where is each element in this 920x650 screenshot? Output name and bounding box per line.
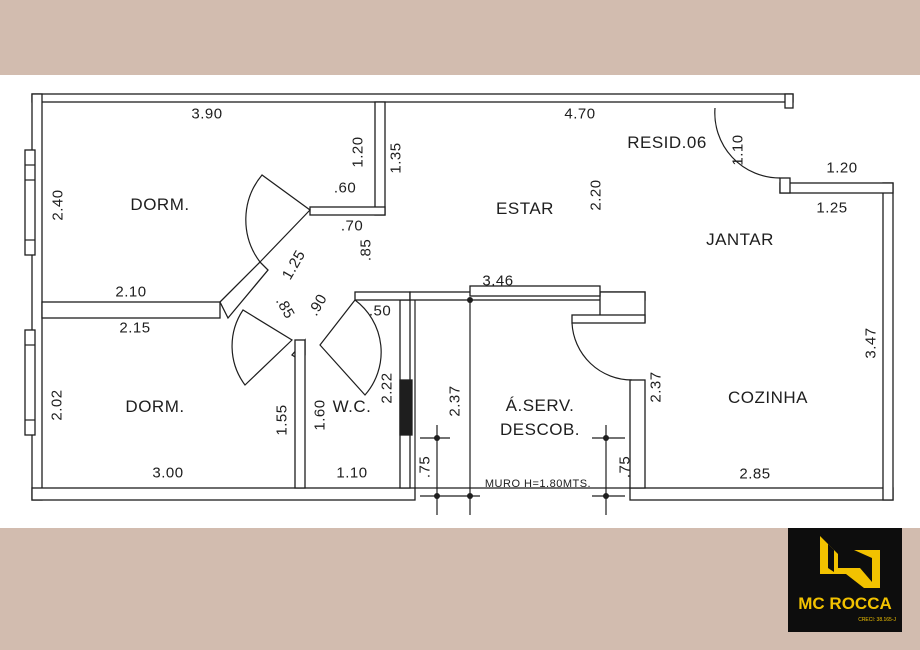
wall-diagonal-1 [219, 261, 269, 320]
door-dorm2-arc [231, 309, 293, 386]
wall-entry [779, 177, 791, 194]
dimension: .50 [368, 302, 392, 320]
room-dorm-2: DORM. [125, 397, 185, 416]
dimension: .75 [616, 455, 634, 479]
wall-kitchen-left-top [571, 314, 646, 324]
wall-note: MURO H=1.80MTS. [484, 478, 592, 490]
door-kitchen-arc [571, 322, 633, 381]
dimension: 1.20 [826, 159, 858, 177]
dimension: .85 [357, 238, 375, 262]
logo-creci: CRECI: 38.165-J [858, 617, 896, 623]
door-dorm1-arc [245, 174, 311, 263]
logo-mark-icon [820, 536, 880, 588]
dimension: 1.10 [729, 134, 747, 166]
wall-bottom-right [629, 487, 894, 501]
dimension: 3.90 [191, 105, 223, 123]
logo-name: MC ROCCA [798, 594, 892, 613]
room-wc: W.C. [332, 397, 372, 416]
dimension: 2.20 [587, 179, 605, 211]
door-wc-arc [319, 299, 382, 396]
dimension: .70 [340, 217, 364, 235]
dimension: 2.15 [119, 319, 151, 337]
residence-number: RESID.06 [627, 133, 707, 152]
window-kitchen [469, 285, 601, 297]
dimension: 3.00 [152, 464, 184, 482]
room-cozinha: COZINHA [728, 388, 808, 407]
window-dorm2 [24, 329, 36, 436]
wall-right [882, 182, 894, 501]
wall-top-stub [784, 93, 794, 109]
dimension: 2.40 [49, 189, 67, 221]
wall-dorm2-right [294, 339, 306, 489]
window-wc [399, 379, 413, 436]
dimension: 1.60 [311, 399, 329, 431]
dimension: 3.46 [482, 272, 514, 290]
wall-jantar-top [779, 182, 894, 194]
mc-rocca-logo: MC ROCCA CRECI: 38.165-J [788, 528, 902, 632]
room-area-servico-sub: DESCOB. [499, 420, 581, 439]
dimension: 4.70 [564, 105, 596, 123]
room-estar: ESTAR [496, 199, 554, 218]
room-dorm-1: DORM. [130, 195, 190, 214]
window-dorm1 [24, 149, 36, 256]
wall-dorm1-step [309, 206, 386, 216]
room-jantar: JANTAR [706, 230, 774, 249]
dimension: .60 [333, 179, 357, 197]
door-entry-arc [714, 107, 781, 179]
dimension: 2.10 [115, 283, 147, 301]
wall-dorm1-right [374, 101, 386, 216]
dimension: 1.55 [273, 404, 291, 436]
dimension: 2.22 [378, 372, 396, 404]
dimension: 2.37 [446, 385, 464, 417]
wall-top [31, 93, 794, 103]
dimension: 2.37 [647, 371, 665, 403]
dimension: 1.20 [349, 136, 367, 168]
dimension: 3.47 [862, 327, 880, 359]
dimension: .75 [416, 455, 434, 479]
wall-dorm1-bottom [41, 301, 221, 319]
dimension: 1.10 [336, 464, 368, 482]
floor-plan-drawing [24, 93, 894, 515]
wall-bottom-left [31, 487, 416, 501]
wall-wc-top [354, 291, 411, 301]
dimension: 1.35 [387, 142, 405, 174]
floor-plan-sheet [0, 75, 920, 528]
wall-kitchen-left [629, 379, 646, 489]
dimension: 1.25 [816, 199, 848, 217]
dimension: 2.02 [48, 389, 66, 421]
room-area-servico: Á.SERV. [505, 396, 575, 415]
dimension: 2.85 [739, 465, 771, 483]
